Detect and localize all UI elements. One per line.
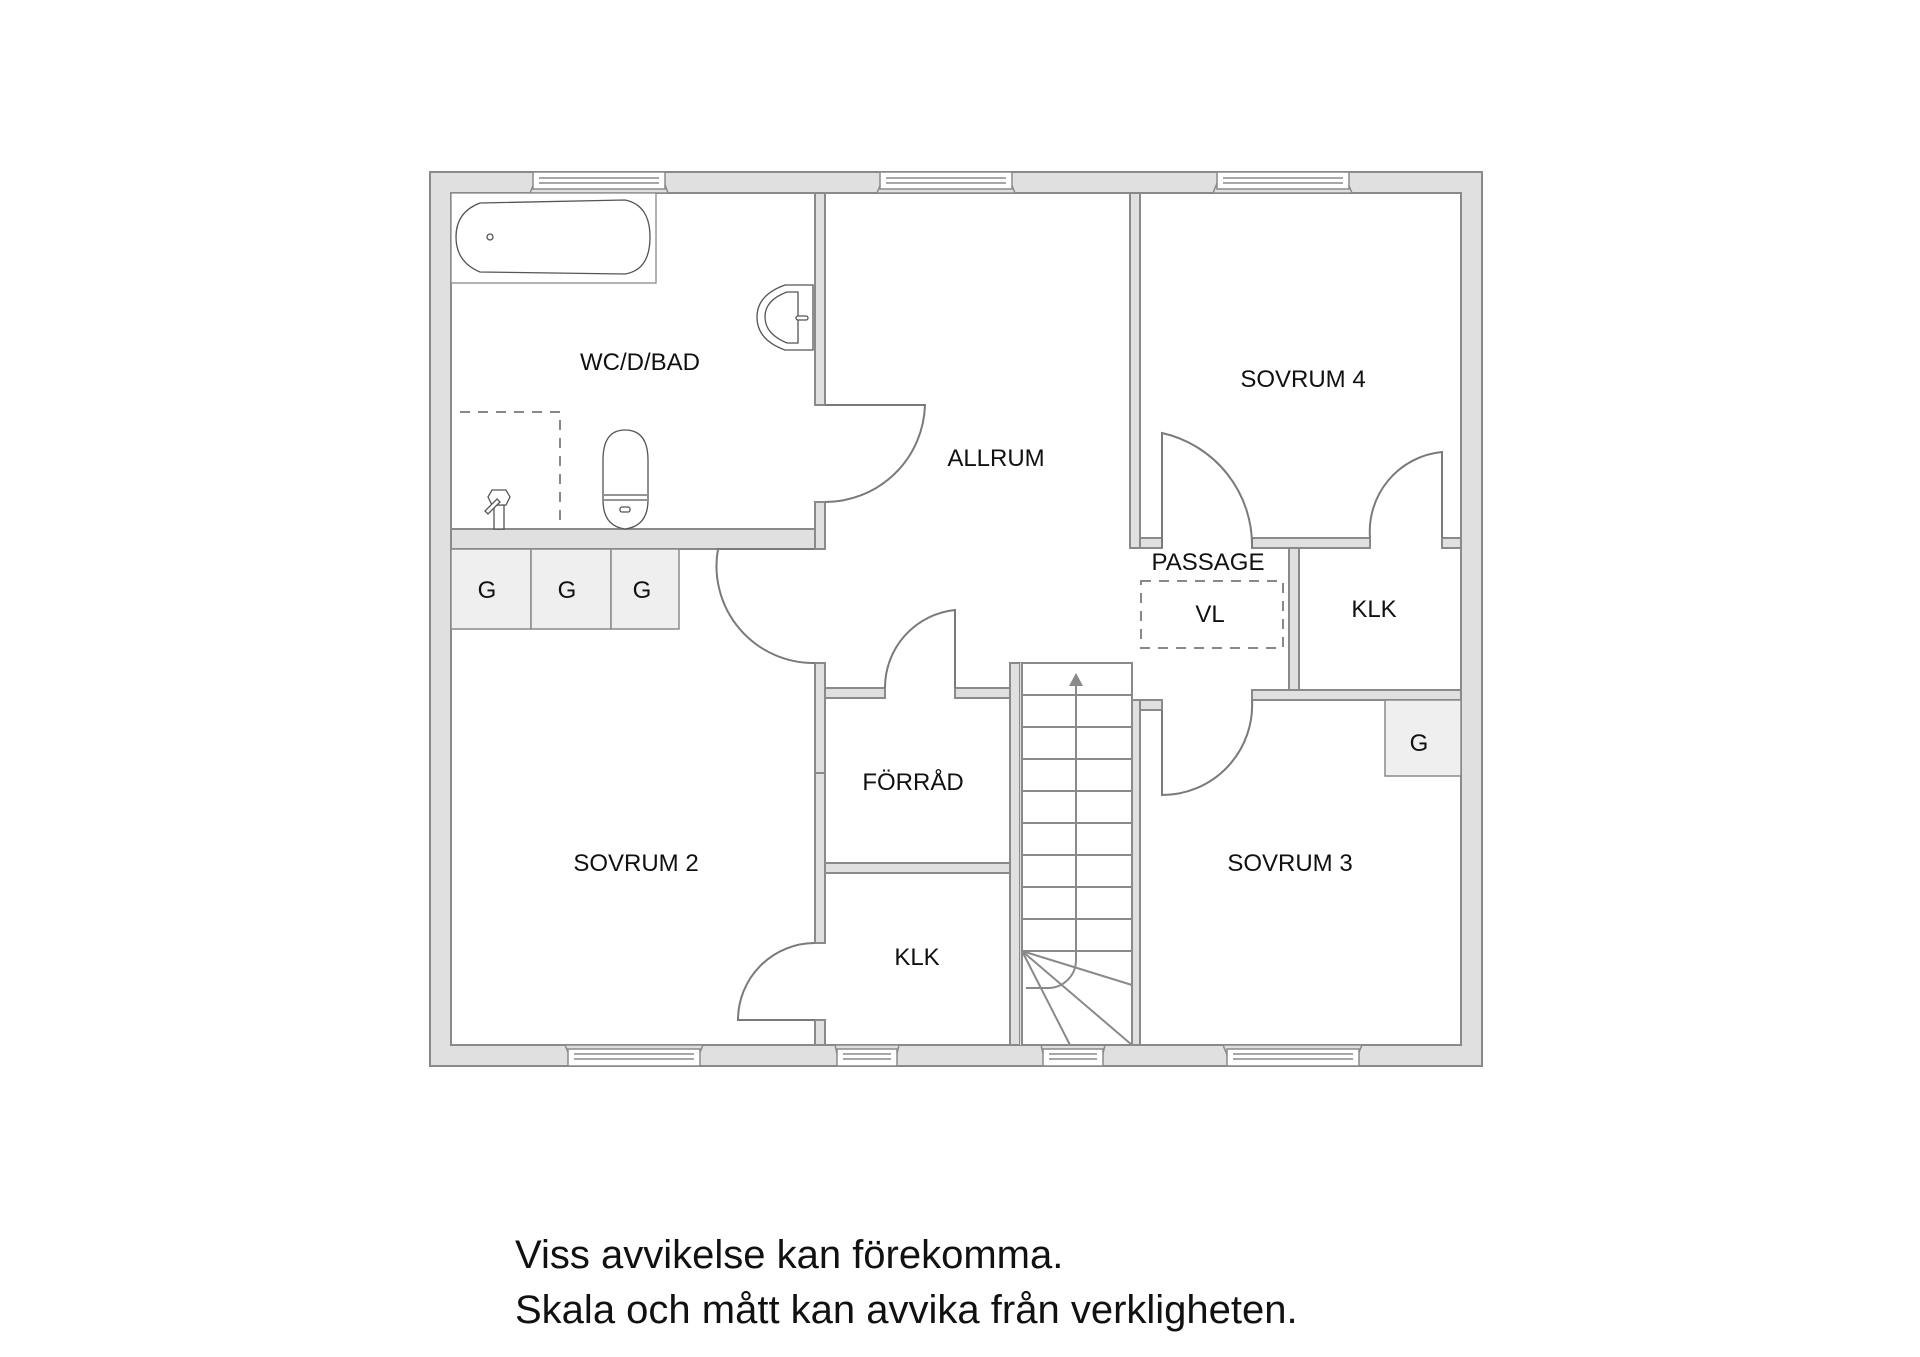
closet-g-2: [530, 548, 612, 630]
door-klk-right: [1368, 450, 1443, 539]
bathtub-icon: [455, 199, 651, 275]
window-stair: [1040, 1044, 1106, 1067]
room-labels: WC/D/BAD ALLRUM SOVRUM 4 PASSAGE VL KLK …: [478, 349, 1429, 971]
shower-head-icon: [484, 489, 511, 530]
doors: [715, 404, 1443, 1021]
label-sovrum-4: SOVRUM 4: [1240, 366, 1365, 393]
label-passage: PASSAGE: [1152, 549, 1265, 576]
closets: [450, 548, 1462, 777]
label-sovrum-2: SOVRUM 2: [573, 850, 698, 877]
door-sovrum3-passage: [1161, 699, 1254, 797]
door-bath: [824, 404, 927, 503]
staircase: [1021, 662, 1133, 1046]
interior-walls: [450, 192, 1462, 1046]
window-sovrum2: [563, 1044, 705, 1067]
stair-arrow-icon: [1069, 673, 1083, 686]
label-allrum: ALLRUM: [947, 445, 1044, 472]
window-allrum: [875, 171, 1017, 194]
disclaimer-line-2: Skala och mått kan avvika från verklighe…: [515, 1288, 1298, 1332]
drain-icon: [486, 233, 494, 241]
label-klk-right: KLK: [1351, 596, 1396, 623]
label-sovrum-3: SOVRUM 3: [1227, 850, 1352, 877]
disclaimer-line-1: Viss avvikelse kan förekomma.: [515, 1233, 1064, 1277]
label-wc-d-bad: WC/D/BAD: [580, 349, 700, 376]
closet-g-3: [610, 548, 680, 630]
label-closet-g-1: G: [478, 577, 497, 604]
closet-g-4: [1384, 699, 1462, 777]
bathroom-fixtures: [450, 192, 814, 530]
door-sovrum4-passage: [1161, 431, 1254, 549]
door-forrad: [883, 608, 956, 689]
window-bath: [528, 171, 670, 194]
label-closet-g-2: G: [558, 577, 577, 604]
window-klk-center: [834, 1044, 900, 1067]
window-sovrum3: [1221, 1044, 1364, 1067]
vl-dashed-area: [1140, 580, 1284, 649]
toilet-icon: [602, 429, 649, 530]
label-closet-g-4: G: [1410, 730, 1429, 757]
door-klk-center: [736, 942, 816, 1021]
label-forrad: FÖRRÅD: [862, 768, 963, 796]
door-sovrum2: [715, 548, 816, 665]
label-klk-center: KLK: [894, 944, 939, 971]
shower-area: [460, 411, 561, 529]
outer-walls: [429, 171, 1483, 1067]
label-vl: VL: [1195, 601, 1224, 628]
label-closet-g-3: G: [633, 577, 652, 604]
window-sovrum4: [1211, 171, 1354, 194]
